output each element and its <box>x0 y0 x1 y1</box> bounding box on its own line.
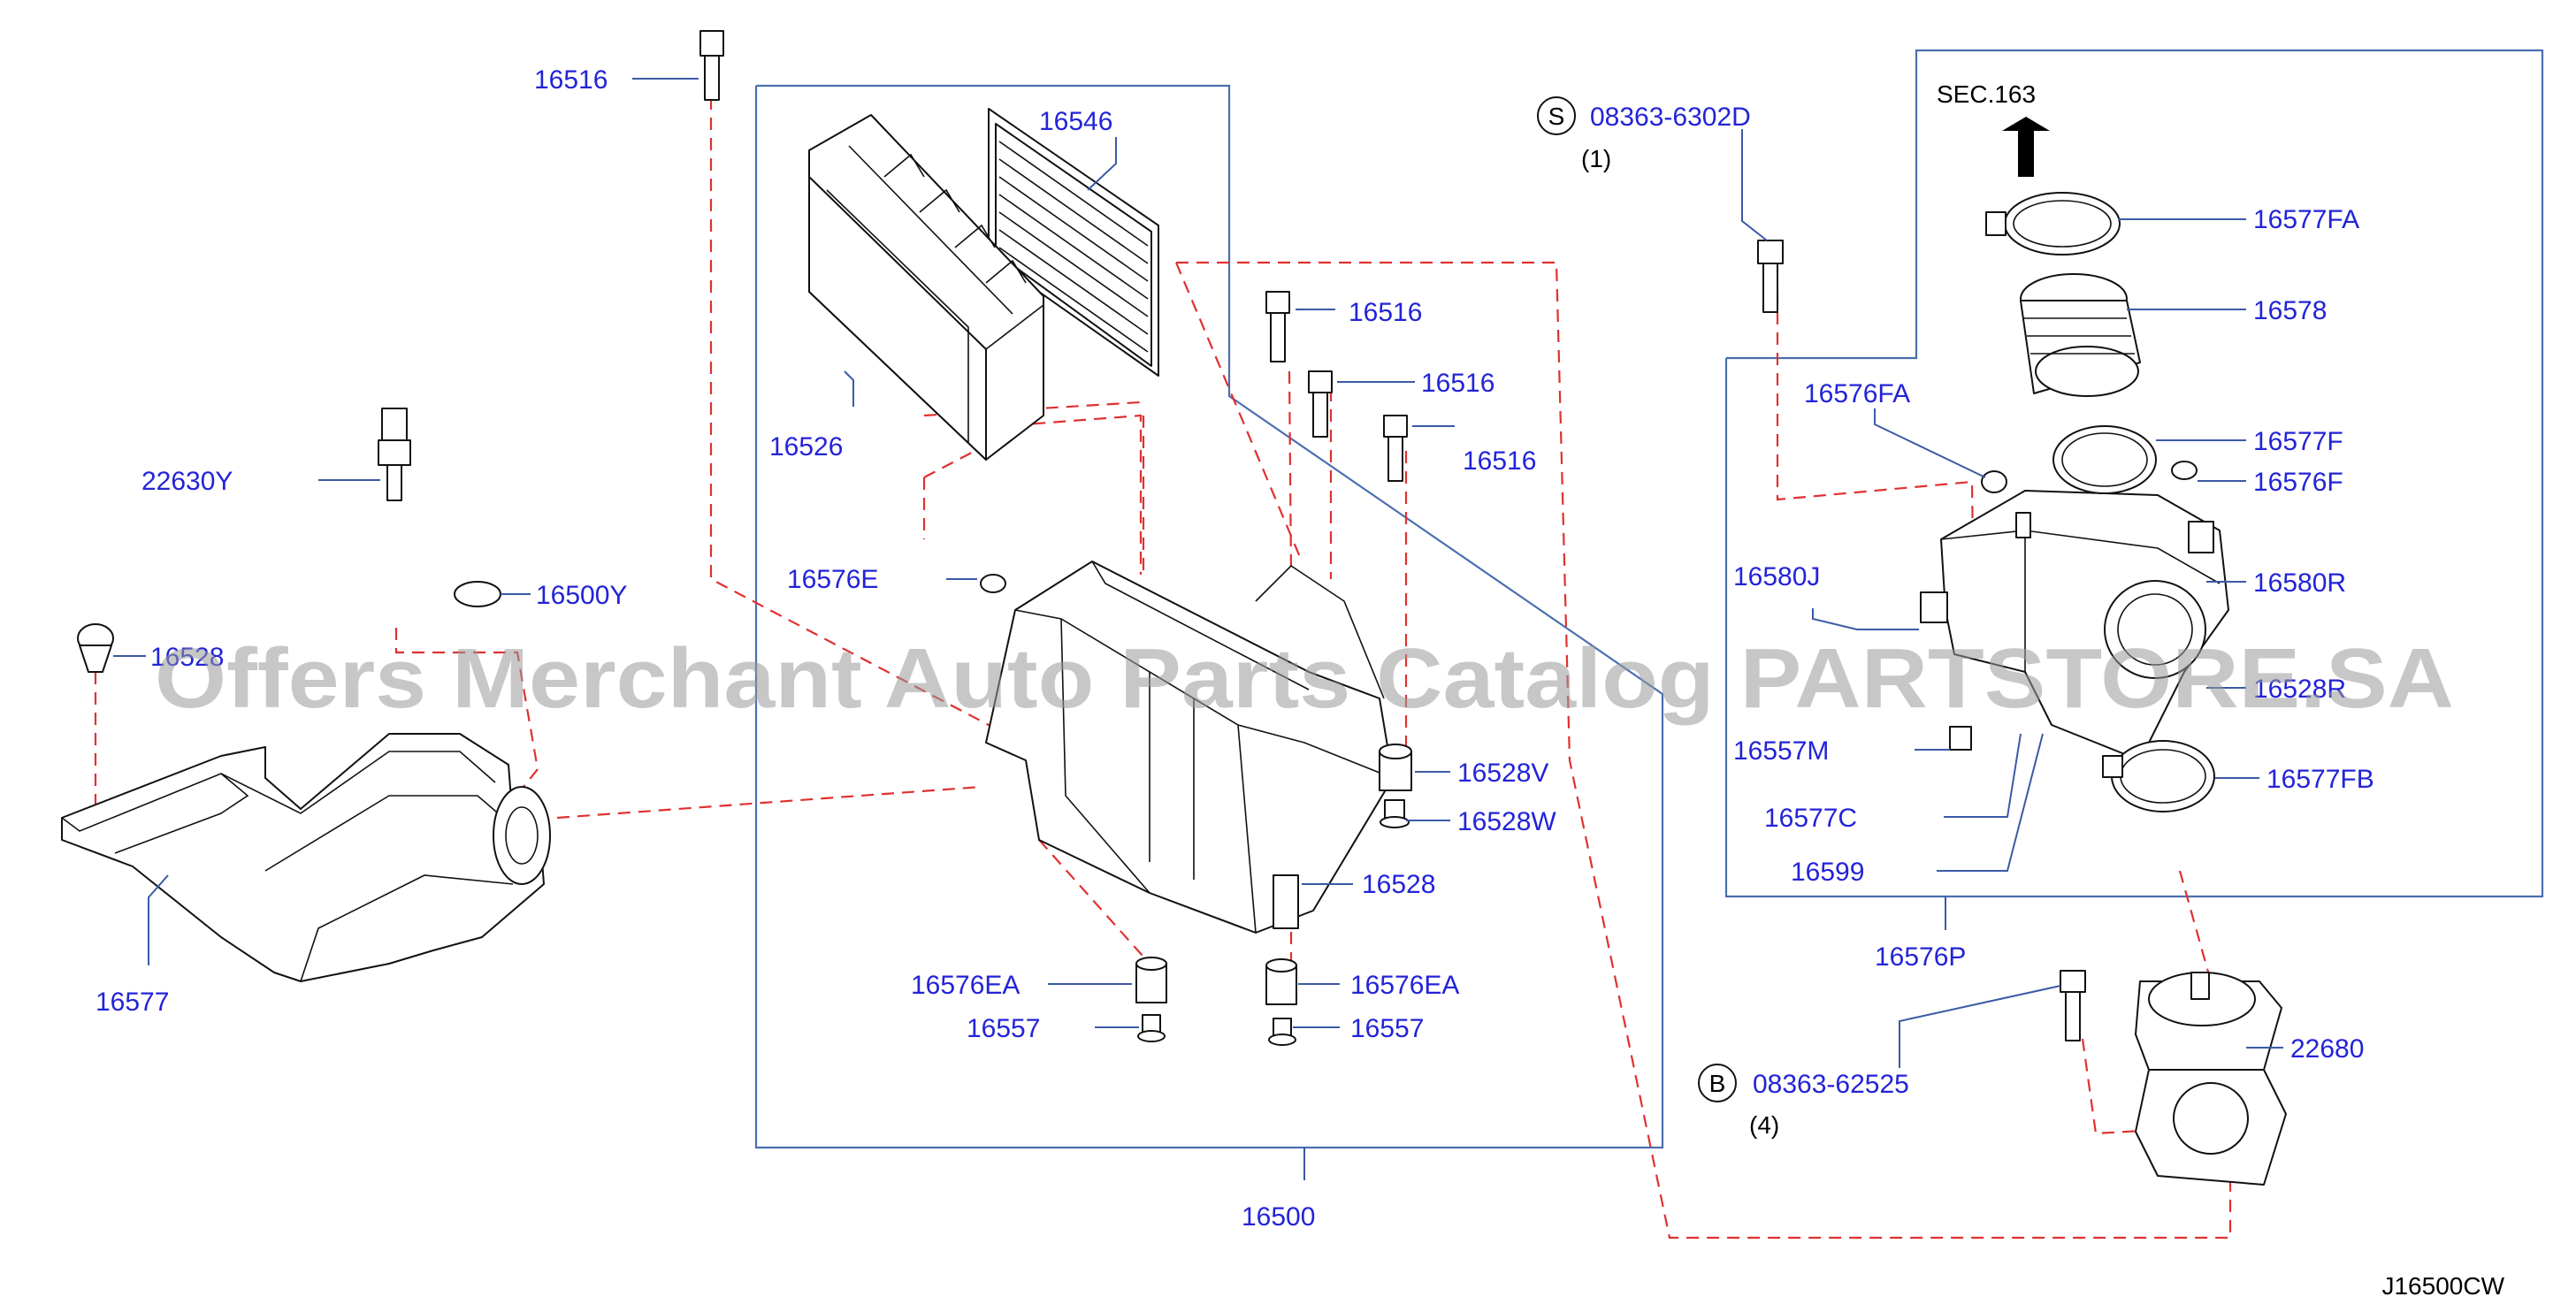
label-16528W[interactable]: 16528W <box>1457 807 1556 836</box>
symbol-s-letter: S <box>1548 103 1565 130</box>
clip-16528-left <box>77 623 114 673</box>
label-16576EA-b[interactable]: 16576EA <box>1350 971 1459 1000</box>
air-duct-16577 <box>61 733 551 982</box>
label-16528[interactable]: 16528 <box>1362 870 1435 899</box>
frame-16576P <box>1724 49 2544 898</box>
bolt-16516-b <box>1308 370 1333 438</box>
grommet-16528V <box>1379 744 1412 791</box>
symbol-s-qty: (1) <box>1581 145 1611 172</box>
clamp-16577FB <box>2102 740 2215 812</box>
frame-16500 <box>754 84 1664 1149</box>
label-16599[interactable]: 16599 <box>1791 858 1864 887</box>
throttle-chamber-22680 <box>2135 972 2287 1186</box>
label-16576FA[interactable]: 16576FA <box>1804 379 1910 408</box>
label-16500Y[interactable]: 16500Y <box>536 581 627 610</box>
mount-16576EA-a <box>1135 957 1167 1003</box>
label-22630Y[interactable]: 22630Y <box>141 467 233 496</box>
washer-16576F <box>2171 461 2198 480</box>
air-cleaner-body-16528 <box>985 561 1394 934</box>
air-cleaner-element-16546 <box>988 108 1159 377</box>
bolt-08363-6302D <box>1757 240 1784 313</box>
collar-16557-a <box>1137 1014 1166 1042</box>
label-16557M[interactable]: 16557M <box>1733 736 1829 766</box>
symbol-b-qty: (4) <box>1749 1111 1779 1139</box>
label-16576P[interactable]: 16576P <box>1875 942 1966 972</box>
label-16576E[interactable]: 16576E <box>787 565 878 594</box>
label-16526[interactable]: 16526 <box>769 432 843 461</box>
clamp-16577FA <box>1985 192 2121 256</box>
bolt-16516-a <box>1265 291 1290 362</box>
bolt-08363-62525 <box>2060 970 2086 1041</box>
symbol-b-letter: B <box>1709 1070 1726 1097</box>
label-16576F[interactable]: 16576F <box>2253 468 2343 497</box>
rubber-bellows-16578 <box>2020 273 2141 397</box>
label-16516-d[interactable]: 16516 <box>1463 446 1536 476</box>
cap-16500Y <box>454 581 501 607</box>
label-16528-left[interactable]: 16528 <box>150 643 224 672</box>
label-16576EA-a[interactable]: 16576EA <box>911 971 1020 1000</box>
label-16577[interactable]: 16577 <box>96 988 169 1017</box>
collar-16528W <box>1380 799 1410 828</box>
air-inlet-duct-16576P <box>1920 490 2229 761</box>
bolt-16516-c <box>1383 415 1408 482</box>
label-22680[interactable]: 22680 <box>2290 1034 2364 1064</box>
label-16516-c[interactable]: 16516 <box>1421 369 1494 398</box>
washer-16576FA <box>1981 470 2007 493</box>
label-16516-top[interactable]: 16516 <box>534 65 608 95</box>
catalog-code: J16500CW <box>2381 1272 2504 1300</box>
section-arrow-icon <box>2002 117 2050 177</box>
leader-lines <box>113 78 2283 1180</box>
label-16546[interactable]: 16546 <box>1039 107 1112 136</box>
hardware <box>77 30 2198 1046</box>
label-16557-a[interactable]: 16557 <box>967 1014 1040 1043</box>
bolt-16516-top <box>699 30 724 101</box>
label-16557-b[interactable]: 16557 <box>1350 1014 1424 1043</box>
label-16578[interactable]: 16578 <box>2253 296 2327 325</box>
collar-16557M <box>1949 726 1972 751</box>
assembly-frames <box>754 49 2544 1149</box>
label-16528R[interactable]: 16528R <box>2253 675 2346 704</box>
label-16577C[interactable]: 16577C <box>1764 804 1857 833</box>
washer-16576E <box>980 574 1006 593</box>
label-16500[interactable]: 16500 <box>1242 1202 1315 1232</box>
symbol-s: S (1) <box>1537 96 1611 172</box>
collar-16557-b <box>1268 1018 1296 1046</box>
clamp-16577F <box>2052 425 2157 494</box>
symbol-b: B (4) <box>1698 1064 1779 1139</box>
watermark: Offers Merchant Auto Parts Catalog PARTS… <box>155 631 2454 726</box>
part-labels: 16516 16546 16526 16516 16516 16516 2263… <box>96 65 2374 1232</box>
label-16516-b[interactable]: 16516 <box>1349 298 1422 327</box>
label-16577FA[interactable]: 16577FA <box>2253 205 2359 234</box>
sensor-22630Y <box>378 408 411 501</box>
label-16577FB[interactable]: 16577FB <box>2266 765 2374 794</box>
air-cleaner-cover-16526 <box>808 114 1044 461</box>
label-08363-6302D[interactable]: 08363-6302D <box>1590 103 1751 132</box>
label-16580J[interactable]: 16580J <box>1733 562 1820 591</box>
section-ref[interactable]: SEC.163 <box>1937 80 2036 108</box>
label-16580R[interactable]: 16580R <box>2253 568 2346 598</box>
label-16528V[interactable]: 16528V <box>1457 759 1548 788</box>
mount-16576EA-b <box>1265 958 1297 1005</box>
label-16577F[interactable]: 16577F <box>2253 427 2343 456</box>
label-08363-62525[interactable]: 08363-62525 <box>1753 1070 1909 1099</box>
